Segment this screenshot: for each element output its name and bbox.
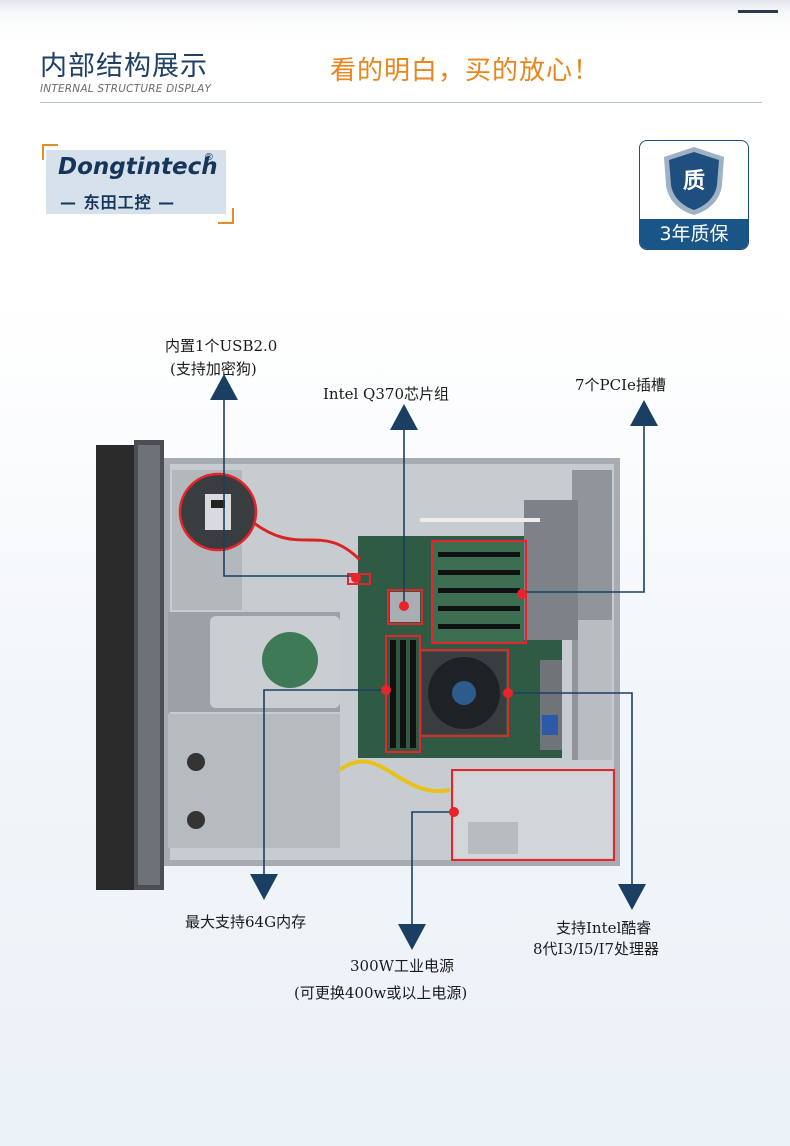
memory-slot bbox=[390, 640, 396, 748]
drive-screw bbox=[187, 753, 205, 771]
callout-cpu-line1: 支持Intel酷睿 bbox=[556, 919, 652, 937]
marker-dot bbox=[517, 589, 527, 599]
drive-screw bbox=[187, 811, 205, 829]
badge-text: 3年质保 bbox=[659, 223, 729, 245]
logo-registered: ® bbox=[204, 152, 214, 163]
pointer-usb bbox=[223, 398, 358, 577]
rear-grille bbox=[578, 620, 612, 760]
pcie-slot bbox=[438, 588, 520, 593]
badge-footer bbox=[640, 219, 748, 249]
arrow-up-icon bbox=[630, 400, 658, 426]
slogan: 看的明白，买的放心！ bbox=[330, 56, 601, 86]
logo-cn-name: — 东田工控 — bbox=[60, 193, 176, 212]
marker-dot bbox=[449, 807, 459, 817]
arrow-down-icon bbox=[618, 884, 646, 910]
memory-slot bbox=[400, 640, 406, 748]
brand-logo bbox=[46, 150, 226, 214]
hdd-label bbox=[262, 632, 318, 688]
callout-chipset: Intel Q370芯片组 bbox=[323, 385, 449, 403]
memory-slot bbox=[410, 640, 416, 748]
pointer-memory bbox=[263, 689, 386, 876]
logo-name: Dongtintech bbox=[58, 154, 218, 180]
logo-corner-tl bbox=[42, 144, 58, 160]
usb-port bbox=[205, 494, 231, 530]
callout-cpu-line2: 8代I3/I5/I7处理器 bbox=[533, 940, 660, 958]
page-title: 内部结构展示 bbox=[40, 51, 208, 82]
callout-usb-line1: 内置1个USB2.0 bbox=[165, 337, 278, 355]
warranty-badge: 质 3年质保 bbox=[639, 140, 749, 250]
io-ports bbox=[540, 660, 562, 750]
pcie-slot bbox=[438, 552, 520, 557]
callout-memory: 最大支持64G内存 bbox=[185, 913, 307, 931]
top-bar-accent bbox=[738, 10, 778, 13]
highlight-chipset bbox=[387, 589, 423, 625]
arrow-down-icon bbox=[398, 924, 426, 950]
cable bbox=[338, 759, 451, 794]
callout-psu-line2: (可更换400w或以上电源) bbox=[294, 984, 468, 1002]
arrow-up-icon bbox=[210, 374, 238, 400]
header-divider bbox=[40, 102, 762, 103]
front-handle-bar bbox=[96, 445, 138, 890]
arrow-down-icon bbox=[250, 874, 278, 900]
callout-pcie: 7个PCIe插槽 bbox=[575, 376, 666, 394]
vga-port bbox=[542, 715, 558, 735]
callout-usb-line2: (支持加密狗) bbox=[170, 360, 257, 378]
arrow-up-icon bbox=[390, 404, 418, 430]
pcie-brackets bbox=[524, 500, 578, 640]
marker-dot bbox=[351, 573, 361, 583]
badge-quality-char: 质 bbox=[682, 169, 705, 194]
marker-dot bbox=[381, 685, 391, 695]
front-panel-edge bbox=[138, 445, 160, 885]
cable bbox=[249, 518, 362, 562]
psu-connector bbox=[468, 822, 518, 854]
pcie-slot bbox=[438, 570, 520, 575]
marker-dot bbox=[399, 601, 409, 611]
pointer-pcie bbox=[522, 424, 645, 593]
top-bar bbox=[0, 0, 790, 12]
pointer-psu bbox=[411, 811, 454, 924]
logo-corner-br bbox=[218, 208, 234, 224]
marker-dot bbox=[503, 688, 513, 698]
pcie-slot bbox=[438, 606, 520, 611]
usb-port-slot bbox=[211, 500, 225, 508]
pcie-slot bbox=[438, 624, 520, 629]
shield-icon bbox=[664, 147, 724, 215]
page-subtitle: INTERNAL STRUCTURE DISPLAY bbox=[40, 83, 212, 95]
cpu-fan-hub bbox=[452, 681, 476, 705]
pointer-cpu bbox=[508, 692, 633, 884]
callout-psu-line1: 300W工业电源 bbox=[350, 957, 455, 975]
